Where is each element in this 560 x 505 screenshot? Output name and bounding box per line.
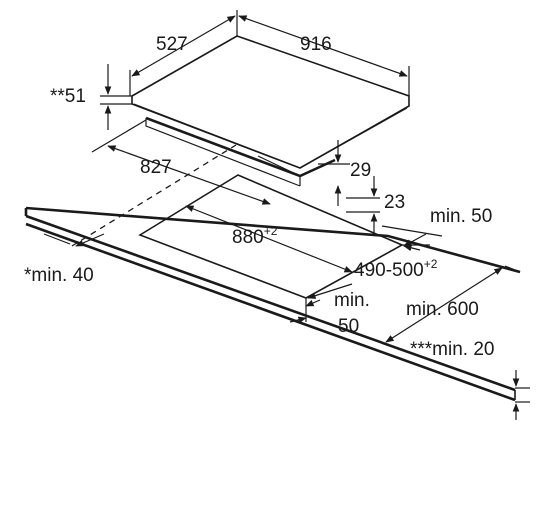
- dimension-916: [238, 15, 410, 96]
- dimension-min-40: [43, 233, 105, 247]
- dimension-880: [185, 205, 353, 273]
- dimension-min-50-rear: [381, 225, 443, 247]
- label-490-500-base: 490-500: [354, 260, 424, 281]
- worktop: [24, 206, 521, 402]
- label-min-40: *min. 40: [24, 265, 94, 286]
- label-23: 23: [384, 192, 405, 213]
- label-527: 527: [156, 34, 188, 55]
- label-min-front-line1: min.: [334, 290, 370, 311]
- dimension-23: [346, 176, 380, 234]
- label-min-50-rear: min. 50: [430, 206, 492, 227]
- dimension-29: [318, 140, 350, 206]
- label-29: 29: [350, 160, 371, 181]
- label-880-sup: +2: [264, 224, 278, 238]
- label-51: **51: [50, 86, 86, 107]
- dimension-490-500: [307, 244, 430, 299]
- dimension-827: [91, 119, 301, 205]
- label-min-600: min. 600: [406, 299, 479, 320]
- label-880: 880+2: [232, 224, 278, 248]
- dimension-min-600: [385, 265, 521, 343]
- dimension-min-50-front: [289, 298, 321, 324]
- dimension-527: [129, 10, 238, 96]
- dimension-min-20: [512, 370, 530, 420]
- label-min-20: ***min. 20: [410, 339, 495, 360]
- label-827: 827: [140, 157, 172, 178]
- label-490-500: 490-500+2: [354, 257, 438, 281]
- label-490-500-sup: +2: [424, 257, 438, 271]
- dimension-51: [100, 64, 132, 130]
- label-916: 916: [300, 34, 332, 55]
- label-min-front-line2: 50: [338, 316, 359, 337]
- hob-glass-top: [131, 35, 410, 169]
- label-880-base: 880: [232, 227, 264, 248]
